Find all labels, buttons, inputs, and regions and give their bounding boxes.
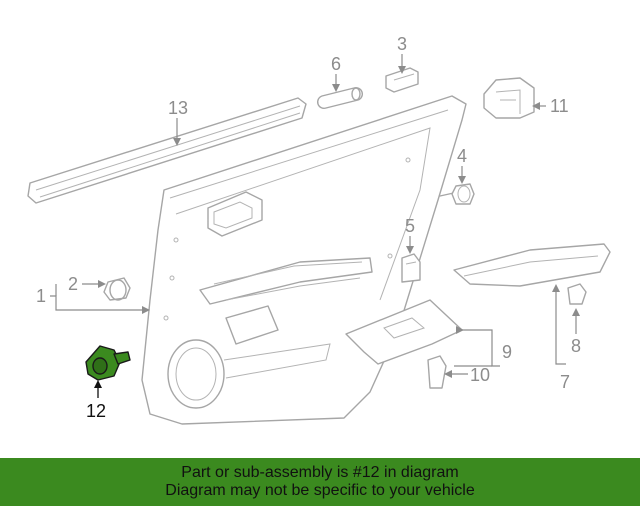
callout-5: 5: [405, 216, 415, 236]
callout-6: 6: [331, 54, 341, 74]
info-banner: Part or sub-assembly is #12 in diagram D…: [0, 458, 640, 506]
callout-8: 8: [571, 336, 581, 356]
callout-1: 1: [36, 286, 46, 306]
callout-10: 10: [470, 365, 490, 385]
callout-3: 3: [397, 34, 407, 54]
part-8-clip: [567, 283, 587, 305]
callout-11: 11: [550, 96, 569, 116]
part-9-switch-panel: [345, 299, 463, 365]
callout-12: 12: [86, 401, 106, 421]
part-11-switch: [483, 77, 535, 119]
part-3-bracket: [385, 67, 419, 93]
callout-7: 7: [560, 372, 570, 392]
banner-line-2: Diagram may not be specific to your vehi…: [165, 482, 475, 499]
part-10-clip: [427, 355, 447, 389]
part-4-screw: [439, 183, 475, 205]
callout-labels: 13 6 3 11 4 5 1 2 7 8 9 10 12: [36, 34, 581, 421]
part-12-highlighted: [85, 345, 131, 381]
part-2-push-clip: [103, 277, 131, 301]
callout-13: 13: [168, 98, 188, 118]
part-6-clip: [316, 86, 364, 110]
part-7-armrest-pad: [453, 243, 611, 287]
callout-2: 2: [68, 274, 78, 294]
banner-line-1: Part or sub-assembly is #12 in diagram: [181, 464, 459, 481]
callout-9: 9: [502, 342, 512, 362]
leader-lines: [50, 54, 580, 398]
callout-4: 4: [457, 146, 467, 166]
part-5-retainer: [401, 253, 421, 283]
part-13-belt-molding: [27, 97, 307, 204]
parts-diagram: 13 6 3 11 4 5 1 2 7 8 9 10 12: [27, 34, 611, 425]
